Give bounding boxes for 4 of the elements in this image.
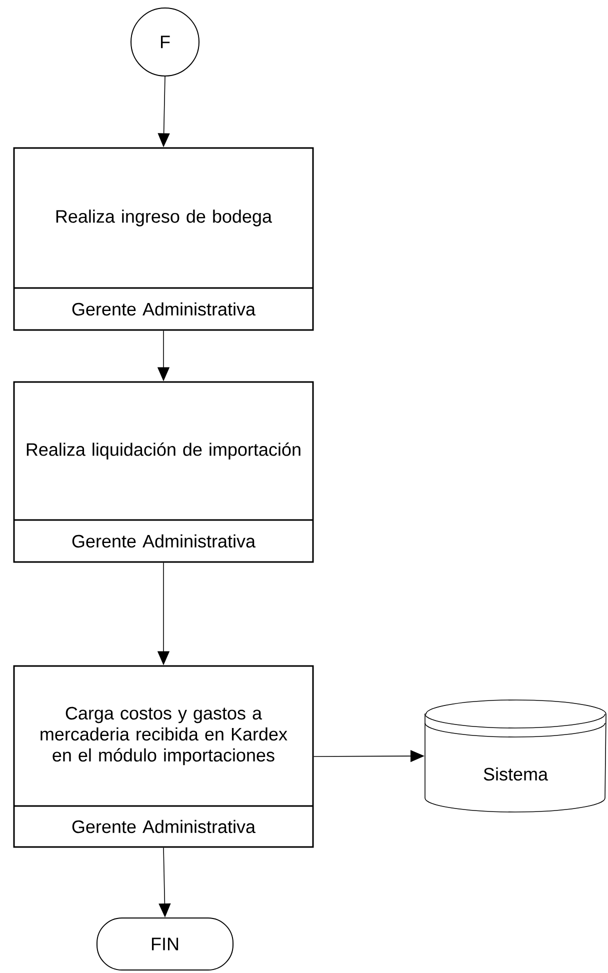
database-cylinder: Sistema — [424, 700, 606, 812]
process-box: Carga costos y gastos a mercaderia recibida en Kardex en el módulo importaciones Gerente Administrativa — [13, 665, 314, 848]
process-box: Realiza ingreso de bodega Gerente Administrativa — [13, 147, 314, 331]
process-box: Realiza liquidación de importación Gerente Administrativa — [13, 381, 314, 563]
